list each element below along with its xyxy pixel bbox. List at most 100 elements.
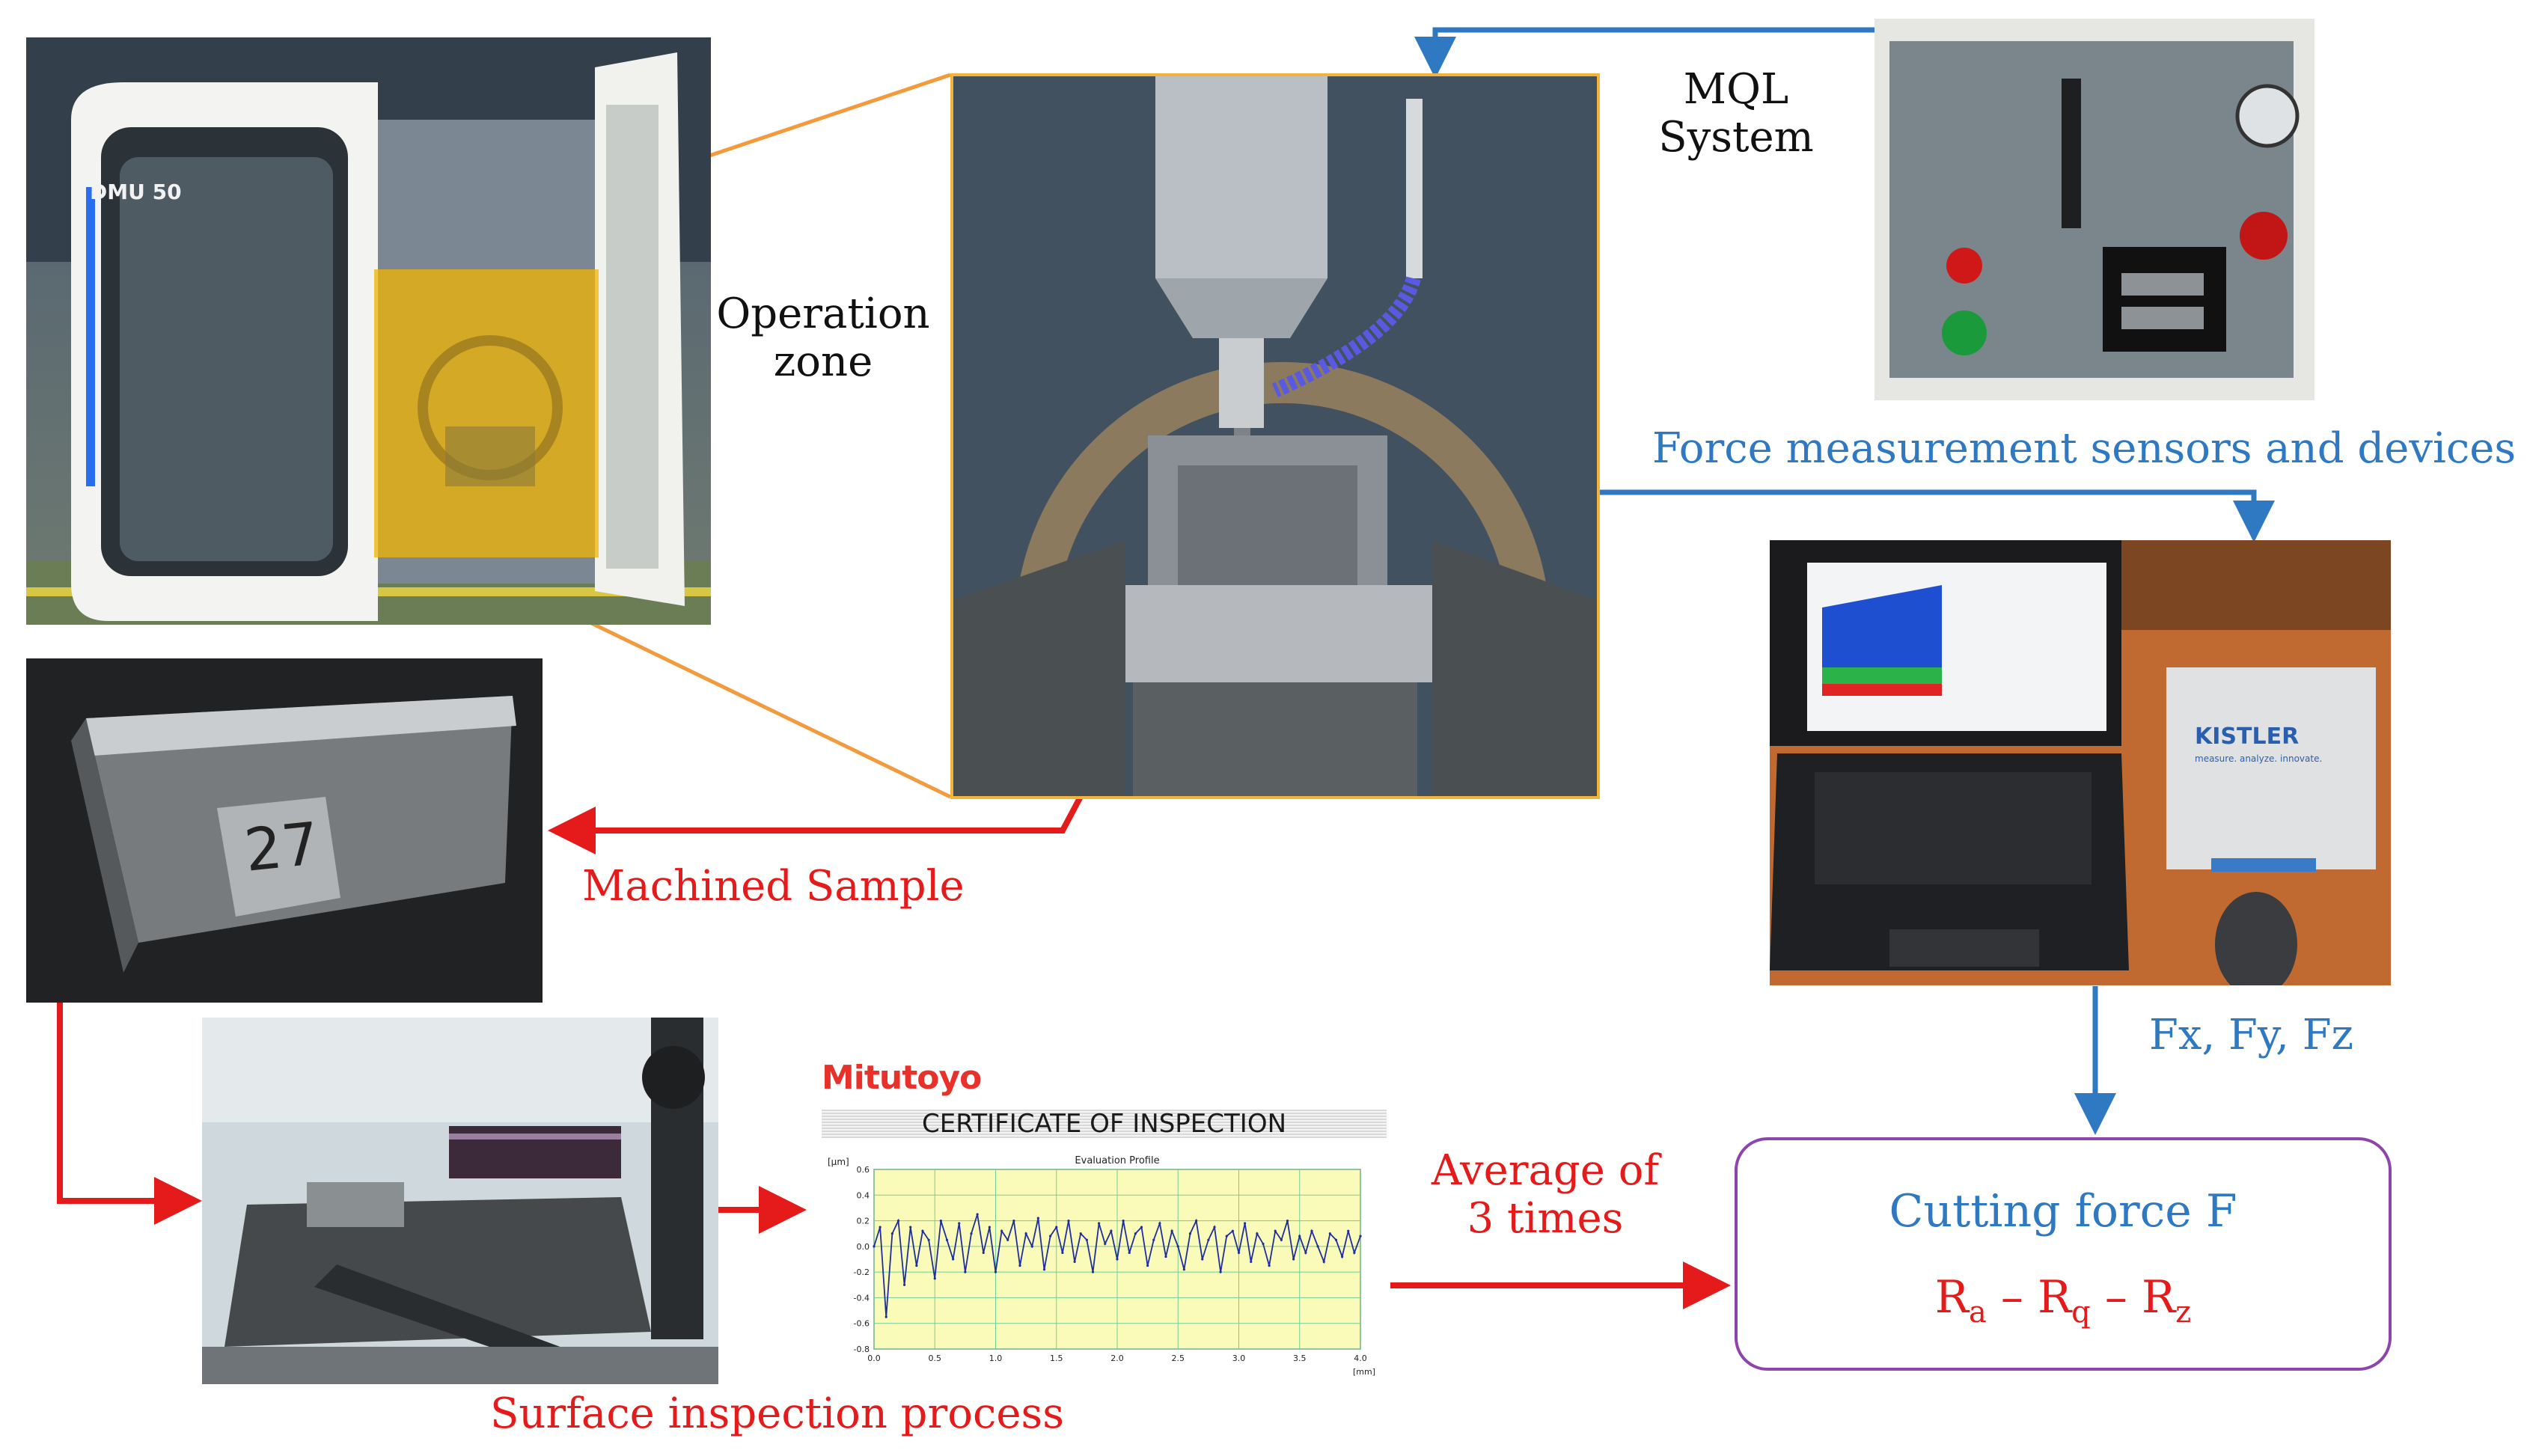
- result-box-title: Cutting force F: [1889, 1185, 2237, 1238]
- profile-point: [1122, 1219, 1125, 1223]
- profile-point: [933, 1277, 936, 1280]
- profile-point: [1280, 1238, 1283, 1241]
- operation-zone-highlight: [374, 269, 599, 557]
- mql-label-line1: MQL: [1683, 65, 1789, 114]
- profile-point: [1310, 1229, 1313, 1232]
- machine-model-label: DMU 50: [90, 180, 182, 204]
- profile-point: [903, 1283, 906, 1286]
- profile-point: [1018, 1264, 1021, 1267]
- profile-point: [994, 1270, 997, 1273]
- profile-point: [1188, 1232, 1192, 1235]
- profile-point: [879, 1226, 881, 1229]
- profile-point: [1207, 1238, 1210, 1241]
- profile-point: [1128, 1251, 1131, 1255]
- profile-point: [964, 1270, 967, 1273]
- chart-y-tick-label: 0.2: [857, 1217, 870, 1226]
- mql-system-label: MQL System: [1639, 65, 1833, 162]
- chart-y-unit: [µm]: [828, 1157, 849, 1167]
- profile-point: [1091, 1270, 1095, 1273]
- profile-point: [1024, 1232, 1027, 1235]
- chart-y-tick-label: -0.8: [854, 1345, 870, 1354]
- rz-symbol: R: [2141, 1271, 2176, 1324]
- profile-point: [1274, 1229, 1277, 1232]
- mitutoyo-logo: Mitutoyo: [822, 1059, 982, 1097]
- chart-x-tick-label: 2.0: [1110, 1353, 1124, 1363]
- profile-point: [921, 1229, 924, 1232]
- chart-x-tick-label: 0.5: [929, 1353, 942, 1363]
- operation-zone-illustration: [953, 76, 1597, 796]
- machine-illustration: [26, 37, 711, 625]
- profile-point: [1116, 1258, 1119, 1261]
- profile-point: [1000, 1229, 1003, 1232]
- average-label-line1: Average of: [1431, 1146, 1660, 1195]
- profile-point: [976, 1213, 979, 1216]
- profile-point: [1134, 1232, 1137, 1235]
- operation-zone-label-line1: Operation: [716, 290, 930, 338]
- profile-point: [1164, 1255, 1167, 1258]
- chart-x-tick-label: 3.5: [1293, 1353, 1307, 1363]
- profile-point: [1176, 1245, 1179, 1248]
- profile-point: [1079, 1232, 1082, 1235]
- operation-zone-label: Operation zone: [707, 290, 939, 387]
- machine-photo: DMU 50: [26, 37, 711, 625]
- certificate-panel: Mitutoyo CERTIFICATE OF INSPECTION Evalu…: [822, 1059, 1390, 1388]
- profile-point: [1341, 1255, 1344, 1258]
- chart-y-tick-label: 0.4: [857, 1190, 870, 1200]
- chart-x-tick-label: 0.0: [867, 1353, 881, 1363]
- profile-point: [1140, 1226, 1143, 1229]
- profile-point: [1322, 1260, 1325, 1264]
- profile-point: [884, 1315, 887, 1318]
- profile-point: [1328, 1232, 1331, 1235]
- profile-point: [1359, 1235, 1362, 1238]
- force-sensors-label: Force measurement sensors and devices: [1652, 424, 2517, 473]
- profile-point: [1347, 1229, 1350, 1232]
- machined-sample-label: Machined Sample: [582, 862, 965, 911]
- operation-zone-label-line2: zone: [773, 337, 873, 387]
- profile-point: [982, 1251, 985, 1255]
- chart-x-tick-label: 3.0: [1232, 1353, 1246, 1363]
- mql-system-photo: [1874, 19, 2314, 400]
- chart-x-tick-label: 2.5: [1172, 1353, 1185, 1363]
- profile-point: [890, 1232, 893, 1235]
- profile-point: [1250, 1260, 1253, 1264]
- profile-point: [1244, 1222, 1247, 1225]
- profile-point: [1049, 1235, 1052, 1238]
- profile-point: [1158, 1222, 1161, 1225]
- chart-y-tick-label: 0.6: [857, 1165, 870, 1175]
- profile-point: [1085, 1238, 1088, 1241]
- sample-to-inspection-arrow: [57, 1003, 202, 1225]
- profile-point: [1146, 1264, 1149, 1267]
- profile-point: [1182, 1268, 1185, 1271]
- machined-sample-photo: 27: [26, 658, 543, 1003]
- profile-point: [1237, 1251, 1241, 1255]
- profile-point: [1195, 1219, 1198, 1223]
- profile-point: [1152, 1238, 1155, 1241]
- rq-subscript: q: [2071, 1295, 2091, 1330]
- profile-point: [896, 1219, 900, 1223]
- profile-point: [1073, 1260, 1076, 1264]
- chart-y-tick-label: -0.2: [854, 1267, 870, 1277]
- result-box: Cutting force F Ra – Rq – Rz: [1735, 1137, 2392, 1371]
- average-label: Average of 3 times: [1399, 1146, 1691, 1244]
- profile-point: [1042, 1268, 1046, 1271]
- certificate-title-bar: [822, 1110, 1387, 1138]
- profile-point: [939, 1219, 942, 1223]
- machined-sample-illustration: [26, 658, 543, 1003]
- chart-y-tick-label: 0.0: [857, 1242, 870, 1252]
- profile-point: [952, 1258, 955, 1261]
- profile-point: [1286, 1219, 1289, 1223]
- profile-point: [1201, 1258, 1204, 1261]
- profile-point: [1304, 1251, 1307, 1255]
- rq-symbol: R: [2037, 1271, 2072, 1324]
- profile-point: [909, 1226, 912, 1229]
- certificate-title: CERTIFICATE OF INSPECTION: [921, 1109, 1287, 1139]
- profile-point: [1262, 1242, 1265, 1246]
- profile-point: [1036, 1217, 1039, 1220]
- surface-inspection-photo: [202, 1018, 718, 1384]
- profile-point: [1104, 1242, 1107, 1246]
- kistler-tagline: measure. analyze. innovate.: [2195, 753, 2323, 764]
- profile-point: [1030, 1245, 1033, 1248]
- profile-point: [1170, 1229, 1173, 1232]
- profile-point: [1256, 1232, 1259, 1235]
- chart-x-tick-label: 4.0: [1354, 1353, 1367, 1363]
